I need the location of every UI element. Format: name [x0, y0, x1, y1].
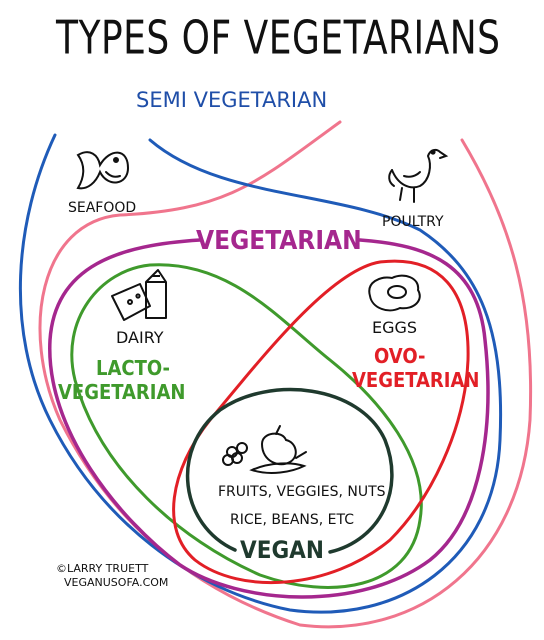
vegan-foods-line1: FRUITS, VEGGIES, NUTS [218, 484, 386, 500]
lacto-vegetarian-outline [70, 263, 423, 589]
credit-line1: ©LARRY TRUETT [56, 562, 149, 575]
ovo-label-line2: VEGETARIAN [352, 368, 480, 392]
milk-icon [111, 269, 167, 321]
vegan-outline [185, 387, 394, 554]
vegetarian-outline [48, 238, 490, 599]
ovo-vegetarian-outline [172, 259, 470, 585]
semi-vegetarian-label: SEMI VEGETARIAN [136, 88, 328, 112]
dairy-label: DAIRY [116, 328, 164, 347]
seafood-label: SEAFOOD [68, 200, 137, 216]
ovo-label-line1: OVO- [374, 344, 426, 368]
eggs-label: EGGS [372, 318, 418, 337]
egg-icon [368, 274, 421, 312]
lacto-label-line1: LACTO- [96, 356, 171, 380]
semi-vegetarian-outline-blue [18, 133, 503, 614]
vegetarian-label: VEGETARIAN [196, 226, 362, 256]
vegan-foods-line2: RICE, BEANS, ETC [230, 512, 355, 528]
page-title: TYPES OF VEGETARIANS [56, 12, 501, 65]
vegan-label: VEGAN [240, 536, 324, 564]
poultry-label: POULTRY [382, 214, 444, 230]
lacto-label-line2: VEGETARIAN [58, 380, 186, 404]
credit-line2: VEGANUSOFA.COM [64, 576, 169, 589]
fish-icon [76, 151, 130, 190]
produce-icon [222, 425, 307, 474]
bird-icon [388, 148, 449, 203]
